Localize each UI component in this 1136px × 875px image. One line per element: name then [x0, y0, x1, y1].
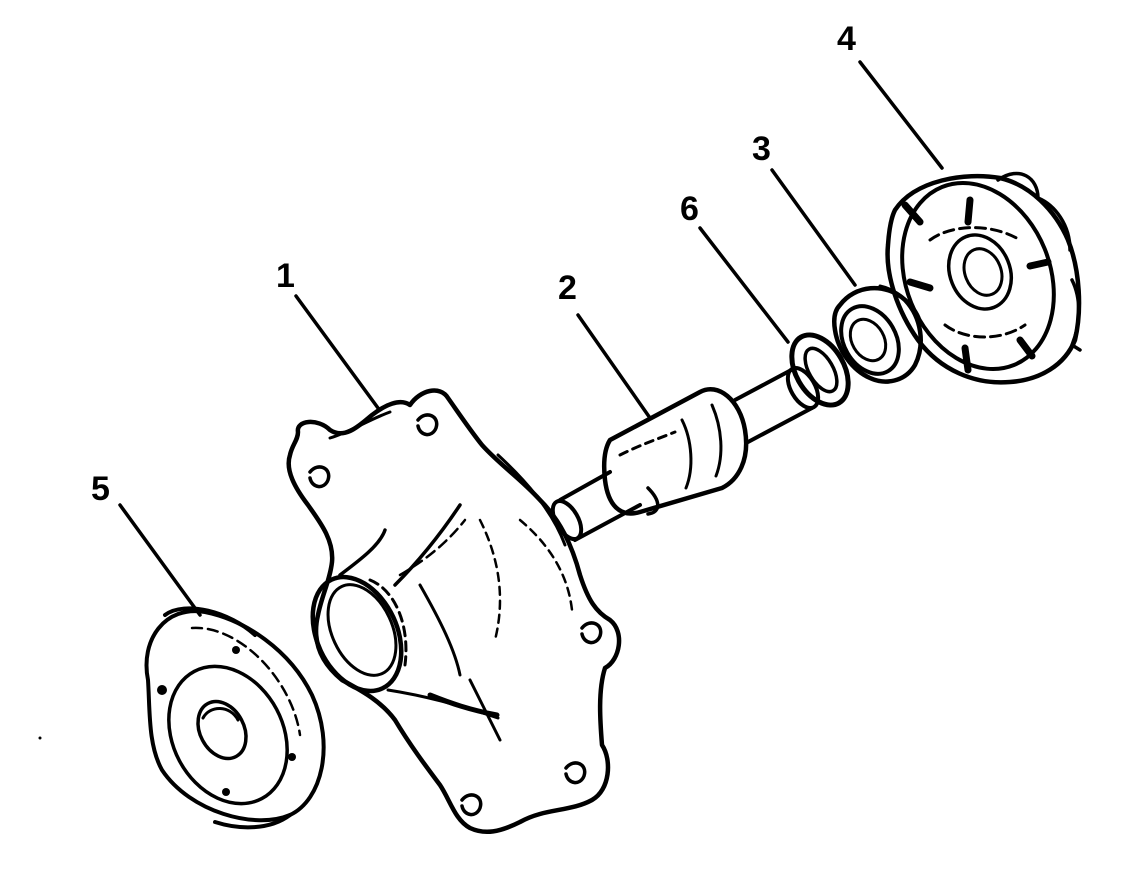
- callout-1: 1: [276, 257, 295, 295]
- callout-3: 3: [752, 130, 771, 168]
- leader-line-2: [576, 313, 652, 420]
- leader-lines: [118, 60, 944, 617]
- part-5-pulley-flange: [144, 606, 326, 830]
- part-4-impeller: [885, 171, 1082, 385]
- callout-2: 2: [558, 269, 577, 307]
- callout-5: 5: [91, 470, 110, 508]
- leader-line-4: [858, 60, 944, 170]
- leader-line-5: [118, 503, 202, 617]
- leader-line-1: [294, 294, 380, 410]
- callout-4: 4: [837, 20, 856, 58]
- part-2-shaft-bearing: [550, 366, 821, 542]
- leader-line-3: [770, 168, 857, 287]
- callouts: 1 2 3 4 5 6: [91, 20, 856, 508]
- part-1-pump-body: [286, 388, 622, 835]
- speck-mark: [38, 736, 42, 740]
- part-6-seal-ring: [789, 332, 851, 408]
- callout-6: 6: [680, 190, 699, 228]
- leader-line-6: [698, 226, 790, 344]
- part-3-seal-assembly: [831, 284, 923, 384]
